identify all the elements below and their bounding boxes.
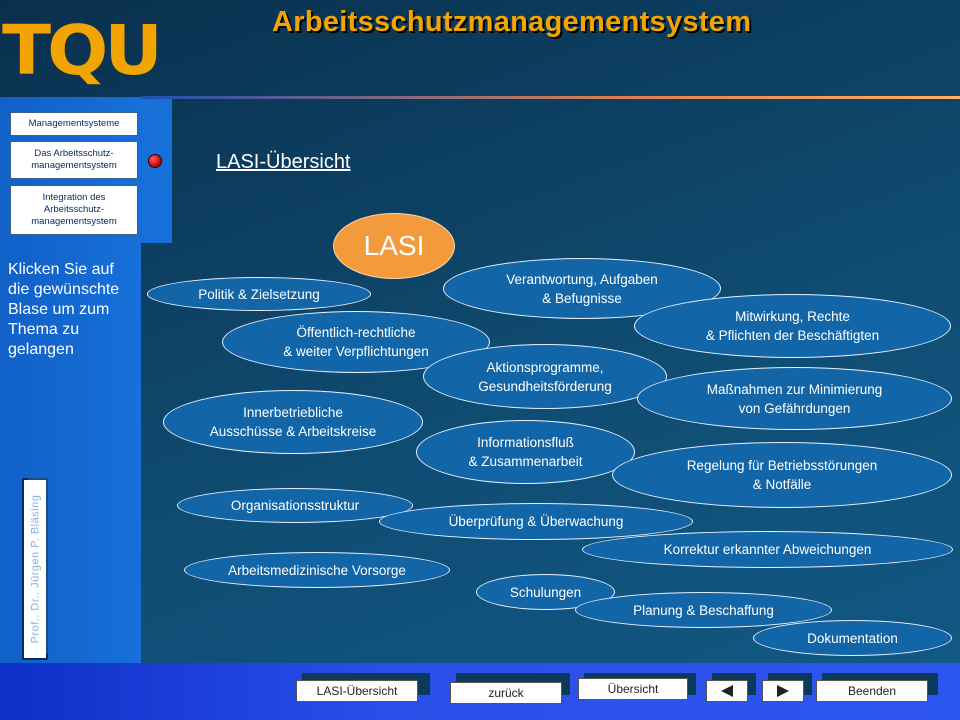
bubble-label: Organisationsstruktur [230, 498, 360, 513]
overview-button[interactable]: Übersicht [578, 678, 688, 700]
bubble-planung[interactable]: Planung & Beschaffung [575, 592, 832, 628]
bubble-label: Informationsfluß & Zusammenarbeit [468, 435, 583, 469]
bubble-label: Arbeitsmedizinische Vorsorge [228, 562, 406, 578]
current-page-indicator-icon [148, 154, 162, 168]
lasi-overview-button[interactable]: LASI-Übersicht [296, 680, 418, 702]
bubble-label: Schulungen [509, 584, 582, 600]
nav-label: Managementsysteme [28, 118, 120, 129]
sidebar-tab [141, 97, 172, 243]
bubble-ueberpruefung[interactable]: Überprüfung & Überwachung [379, 503, 693, 540]
bubble-label: Korrektur erkannter Abweichungen [663, 542, 872, 557]
nav-managementsysteme[interactable]: Managementsysteme [10, 112, 138, 136]
bubble-mitwirkung[interactable]: Mitwirkung, Rechte & Pflichten der Besch… [634, 294, 951, 358]
bubble-arbeitsmedizin[interactable]: Arbeitsmedizinische Vorsorge [184, 552, 450, 588]
bubble-label: Öffentlich-rechtliche & weiter Verpflich… [283, 325, 429, 359]
prev-arrow-icon [721, 685, 733, 697]
author-credit-text: Prof.. Dr.. Jürgen P. Bläsing [29, 494, 41, 644]
button-label: LASI-Übersicht [316, 684, 398, 698]
bubble-politik[interactable]: Politik & Zielsetzung [147, 277, 371, 311]
bubble-label: Aktionsprogramme, Gesundheitsförderung [478, 359, 612, 394]
quit-button[interactable]: Beenden [816, 680, 928, 702]
header-divider [141, 96, 960, 99]
bubble-label: Politik & Zielsetzung [198, 286, 320, 302]
bubble-informationsfluss[interactable]: Informationsfluß & Zusammenarbeit [416, 420, 635, 484]
button-label: zurück [488, 686, 524, 700]
section-title-link[interactable]: LASI-Übersicht [216, 151, 351, 173]
prev-button[interactable] [706, 680, 748, 702]
bubble-dokumentation[interactable]: Dokumentation [753, 620, 952, 656]
hint-text: Klicken Sie auf die gewünschte Blase um … [8, 261, 120, 358]
bubble-korrektur[interactable]: Korrektur erkannter Abweichungen [582, 531, 953, 568]
bubble-label: Dokumentation [807, 630, 898, 646]
bubble-label: Verantwortung, Aufgaben & Befugnisse [506, 271, 658, 306]
nav-arbeitsschutz-managementsystem[interactable]: Das Arbeitsschutz- managementsystem [10, 141, 138, 179]
bubble-innerbetrieblich[interactable]: Innerbetriebliche Ausschüsse & Arbeitskr… [163, 390, 423, 454]
nav-label: Das Arbeitsschutz- managementsystem [31, 148, 117, 171]
bubble-betriebsstoerungen[interactable]: Regelung für Betriebsstörungen & Notfäll… [612, 442, 952, 508]
tqu-logo: TQU [2, 10, 163, 90]
author-credit: Prof.. Dr.. Jürgen P. Bläsing [24, 480, 46, 658]
app-title: Arbeitsschutzmanagementsystem [272, 6, 752, 38]
bubble-label: Maßnahmen zur Minimierung von Gefährdung… [706, 381, 883, 416]
next-arrow-icon [777, 685, 789, 697]
back-button[interactable]: zurück [450, 682, 562, 704]
bubble-aktionsprogramme[interactable]: Aktionsprogramme, Gesundheitsförderung [423, 344, 667, 409]
bubble-label: Innerbetriebliche Ausschüsse & Arbeitskr… [209, 405, 377, 439]
button-label: Beenden [847, 684, 897, 698]
bubble-label: Planung & Beschaffung [633, 602, 774, 618]
nav-integration[interactable]: Integration des Arbeitsschutz- managemen… [10, 185, 138, 235]
bubble-label: Überprüfung & Überwachung [448, 514, 624, 529]
nav-label: Integration des Arbeitsschutz- managemen… [31, 192, 117, 227]
bubble-organisationsstruktur[interactable]: Organisationsstruktur [177, 488, 413, 523]
bubble-massnahmen[interactable]: Maßnahmen zur Minimierung von Gefährdung… [637, 367, 952, 430]
button-label: Übersicht [607, 682, 659, 696]
lasi-center-bubble[interactable]: LASI [333, 213, 455, 279]
bubble-label: Regelung für Betriebsstörungen & Notfäll… [686, 458, 878, 492]
next-button[interactable] [762, 680, 804, 702]
bubble-label: Mitwirkung, Rechte & Pflichten der Besch… [705, 309, 880, 343]
